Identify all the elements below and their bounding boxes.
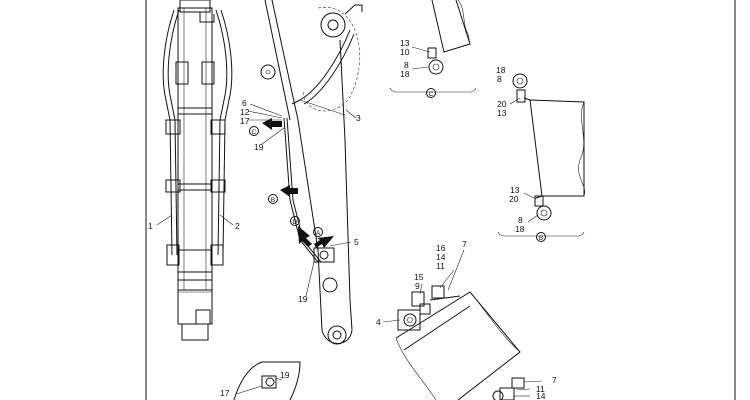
view-marker-b: B bbox=[271, 197, 275, 204]
callout-label: 15 bbox=[414, 272, 424, 282]
callout-label: 10 bbox=[400, 47, 410, 57]
view-marker-c-detail: C bbox=[429, 91, 434, 98]
callout-label: 7 bbox=[462, 239, 467, 249]
callout-label: 13 bbox=[510, 185, 520, 195]
pipe-1 bbox=[162, 9, 175, 256]
detail-bottom-left bbox=[233, 361, 301, 400]
callout-label: 20 bbox=[497, 99, 507, 109]
arrow-b bbox=[280, 185, 298, 197]
arm-front-view bbox=[156, 0, 234, 341]
callout-labels: 1 2 6 12 17 19 3 5 19 13 10 8 18 18 8 20… bbox=[148, 38, 557, 400]
callout-label: 11 bbox=[536, 384, 545, 394]
callout-label: 9 bbox=[415, 281, 420, 291]
callout-label: 17 bbox=[220, 388, 230, 398]
callout-label: 3 bbox=[356, 113, 361, 123]
callout-label: 7 bbox=[552, 375, 557, 385]
detail-a bbox=[382, 249, 543, 400]
callout-label: 18 bbox=[496, 65, 506, 75]
callout-label: 20 bbox=[509, 194, 519, 204]
callout-label: 13 bbox=[400, 38, 410, 48]
callout-label: 8 bbox=[518, 215, 523, 225]
view-marker-a: A bbox=[316, 230, 321, 237]
boom-side-view bbox=[247, 0, 363, 345]
callout-label: 13 bbox=[497, 108, 507, 118]
callout-label: 5 bbox=[354, 237, 359, 247]
callout-label: 18 bbox=[515, 224, 525, 234]
callout-label: 14 bbox=[536, 391, 546, 400]
callout-label: 2 bbox=[235, 221, 240, 231]
callout-label: 14 bbox=[436, 252, 446, 262]
callout-label: 17 bbox=[240, 116, 250, 126]
detail-b bbox=[497, 73, 586, 237]
callout-label: 11 bbox=[436, 261, 445, 271]
pipe-2 bbox=[215, 9, 228, 256]
arrow-a bbox=[314, 236, 334, 248]
view-markers: C B D A C B bbox=[249, 88, 546, 242]
view-marker-c: C bbox=[252, 129, 257, 136]
callout-label: 19 bbox=[280, 370, 290, 380]
view-marker-b-detail: B bbox=[539, 235, 543, 242]
callout-label: 1 bbox=[148, 221, 153, 231]
callout-label: 16 bbox=[436, 243, 446, 253]
callout-label: 8 bbox=[404, 60, 409, 70]
callout-label: 18 bbox=[400, 69, 410, 79]
callout-label: 4 bbox=[376, 317, 381, 327]
arrow-c bbox=[262, 118, 282, 130]
callout-label: 12 bbox=[240, 107, 250, 117]
view-marker-d: D bbox=[293, 219, 298, 226]
callout-label: 6 bbox=[242, 98, 247, 108]
callout-label: 19 bbox=[254, 142, 264, 152]
detail-c bbox=[389, 0, 477, 93]
arrow-d bbox=[298, 226, 312, 247]
arm-body bbox=[177, 7, 213, 291]
callout-label: 8 bbox=[497, 74, 502, 84]
callout-label: 19 bbox=[298, 294, 308, 304]
